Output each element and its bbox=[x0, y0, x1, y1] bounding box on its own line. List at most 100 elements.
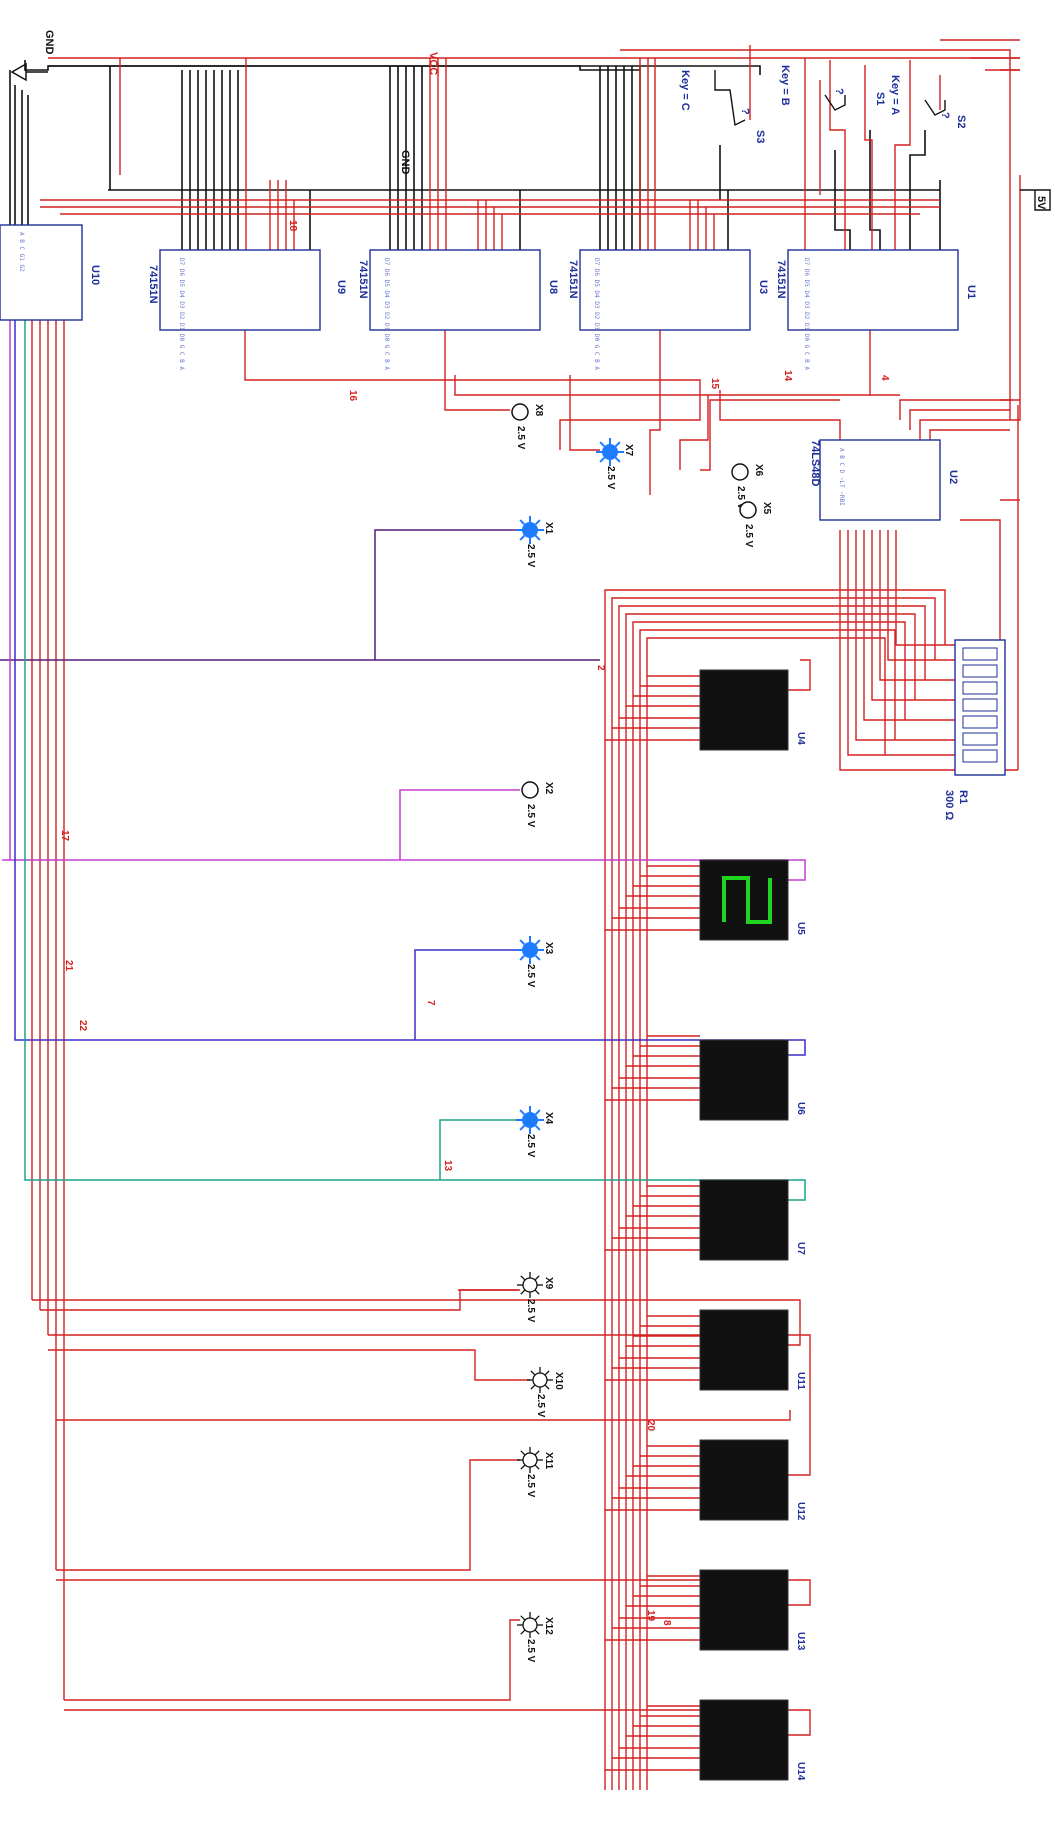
probe-x4[interactable]: X42.5 V bbox=[516, 1106, 554, 1158]
net-label: 16 bbox=[347, 390, 358, 402]
display-ref: U5 bbox=[795, 922, 806, 935]
probe-voltage: 2.5 V bbox=[743, 524, 754, 548]
seven-seg-display-u5: U5 bbox=[699, 859, 806, 941]
net-label: 13 bbox=[442, 1160, 453, 1172]
seven-seg-display-u7: U7 bbox=[699, 1179, 806, 1261]
probe-ref: X7 bbox=[623, 444, 634, 457]
lit-segment bbox=[722, 876, 772, 924]
probe-x6[interactable]: X6 2.5 V bbox=[731, 463, 764, 510]
chip-part: 74151N bbox=[357, 260, 369, 299]
signal-wires-red bbox=[31, 39, 1021, 1790]
net-label: 18 bbox=[287, 220, 298, 232]
probe-ref: X11 bbox=[543, 1452, 554, 1470]
switch-value: ? bbox=[939, 112, 951, 119]
probe-ref: X12 bbox=[543, 1617, 554, 1635]
chip-u8[interactable]: D7 D6 D5 D4 D3 D2 D1 D0 G C B A 74151N U… bbox=[357, 249, 559, 370]
probe-voltage: 2.5 V bbox=[735, 486, 746, 510]
probe-x7[interactable]: X72.5 V bbox=[596, 438, 634, 490]
net-label: 22 bbox=[77, 1020, 88, 1032]
chip-part: 74151N bbox=[147, 265, 159, 304]
probe-ref: X9 bbox=[543, 1277, 554, 1290]
switch-value: ? bbox=[833, 88, 845, 95]
chip-part: 74151N bbox=[775, 260, 787, 299]
resistor-value: 300 Ω bbox=[943, 790, 955, 820]
display-ref: U12 bbox=[795, 1502, 806, 1521]
probe-x5[interactable]: X5 2.5 V bbox=[739, 501, 772, 548]
probe-voltage: 2.5 V bbox=[525, 804, 536, 828]
colored-wires bbox=[0, 320, 806, 1201]
net-label: 7 bbox=[425, 1000, 436, 1006]
seven-seg-display-u11: U11 bbox=[699, 1309, 806, 1391]
switch-s3[interactable]: Key = C S3 ? bbox=[679, 70, 766, 143]
resistor-r1[interactable]: R1 300 Ω bbox=[943, 639, 1006, 820]
probe-ref: X6 bbox=[753, 464, 764, 477]
chip-ref: U10 bbox=[89, 265, 101, 285]
switch-s2[interactable]: Key = A S2 ? bbox=[889, 75, 967, 128]
resistor-ref: R1 bbox=[957, 790, 969, 804]
probe-x12[interactable]: X12 2.5 V bbox=[517, 1612, 554, 1663]
gnd-label-2: GND bbox=[399, 150, 411, 175]
probe-voltage: 2.5 V bbox=[525, 544, 536, 568]
net-label: 21 bbox=[63, 960, 74, 972]
net-label: 2 bbox=[595, 665, 606, 671]
probe-x2[interactable]: X2 2.5 V bbox=[521, 781, 554, 828]
chip-part: 74151N bbox=[567, 260, 579, 299]
probe-x8[interactable]: X8 2.5 V bbox=[511, 403, 544, 450]
chip-part: 74LS48D bbox=[809, 440, 821, 487]
probe-ref: X3 bbox=[543, 942, 554, 955]
supply-label: 5V bbox=[1035, 196, 1047, 210]
net-label: 20 bbox=[645, 1420, 656, 1432]
probe-ref: X10 bbox=[553, 1372, 564, 1390]
chip-ref: U9 bbox=[335, 280, 347, 294]
gnd-wires bbox=[9, 60, 941, 250]
seven-seg-display-u12: U12 bbox=[699, 1439, 806, 1521]
svg-text:D7 D6 D5 D4 D3 D2 D1 D0 G C B: D7 D6 D5 D4 D3 D2 D1 D0 G C B A bbox=[178, 258, 185, 370]
seven-seg-display-u14: U14 bbox=[699, 1699, 806, 1781]
probe-ref: X1 bbox=[543, 522, 554, 535]
chip-ref: U1 bbox=[965, 285, 977, 299]
probe-x11[interactable]: X11 2.5 V bbox=[517, 1447, 554, 1498]
net-label: 14 bbox=[782, 370, 793, 382]
display-ref: U11 bbox=[795, 1372, 806, 1390]
chip-u2-decoder[interactable]: A B C D ~LT ~RBI 74LS48D U2 bbox=[809, 439, 959, 521]
seven-seg-display-u4: U4 bbox=[699, 669, 806, 751]
probe-voltage: 2.5 V bbox=[525, 964, 536, 988]
probe-ref: X5 bbox=[761, 502, 772, 515]
display-ref: U6 bbox=[795, 1102, 806, 1115]
net-label: 4 bbox=[879, 375, 890, 381]
probe-ref: X4 bbox=[543, 1112, 554, 1125]
probe-voltage: 2.5 V bbox=[515, 426, 526, 450]
probe-ref: X8 bbox=[533, 404, 544, 417]
display-ref: U7 bbox=[795, 1242, 806, 1255]
probe-voltage: 2.5 V bbox=[525, 1639, 536, 1663]
switch-ref: S2 bbox=[955, 115, 967, 128]
chip-u10[interactable]: A B C G1 G2 U10 bbox=[0, 224, 101, 321]
gnd-label: GND bbox=[43, 30, 55, 55]
chip-u9[interactable]: D7 D6 D5 D4 D3 D2 D1 D0 G C B A 74151N U… bbox=[147, 249, 347, 370]
svg-text:A B C D ~LT ~RBI: A B C D ~LT ~RBI bbox=[838, 448, 845, 506]
probe-x10[interactable]: X10 2.5 V bbox=[527, 1367, 564, 1418]
display-ref: U4 bbox=[795, 732, 806, 745]
gnd-symbol: GND bbox=[10, 30, 55, 82]
svg-text:A B C G1 G2: A B C G1 G2 bbox=[18, 232, 25, 272]
chip-u1[interactable]: D7 D6 D5 D4 D3 D2 D1 D0 G C B A 74151N U… bbox=[775, 249, 977, 370]
svg-text:D7 D6 D5 D4 D3 D2 D1 D0 G C B: D7 D6 D5 D4 D3 D2 D1 D0 G C B A bbox=[803, 258, 810, 370]
probe-voltage: 2.5 V bbox=[525, 1299, 536, 1323]
chip-u3[interactable]: D7 D6 D5 D4 D3 D2 D1 D0 G C B A 74151N U… bbox=[567, 249, 769, 370]
probe-voltage: 2.5 V bbox=[525, 1474, 536, 1498]
switch-ref: S3 bbox=[754, 130, 766, 143]
chip-ref: U8 bbox=[547, 280, 559, 294]
net-label: 17 bbox=[59, 830, 70, 842]
seven-seg-display-u13: U13 bbox=[699, 1569, 806, 1651]
probe-x1[interactable]: X1 2.5 V bbox=[516, 516, 554, 568]
probe-x3[interactable]: X3 2.5 V bbox=[516, 936, 554, 988]
probe-voltage: 2.5 V bbox=[535, 1394, 546, 1418]
switch-s1[interactable]: Key = B S1 ? bbox=[779, 65, 886, 111]
probe-ref: X2 bbox=[543, 782, 554, 795]
vcc-label: VCC bbox=[427, 52, 439, 75]
probe-x9[interactable]: X9 2.5 V bbox=[517, 1272, 554, 1323]
switch-key-label: Key = A bbox=[889, 75, 901, 115]
